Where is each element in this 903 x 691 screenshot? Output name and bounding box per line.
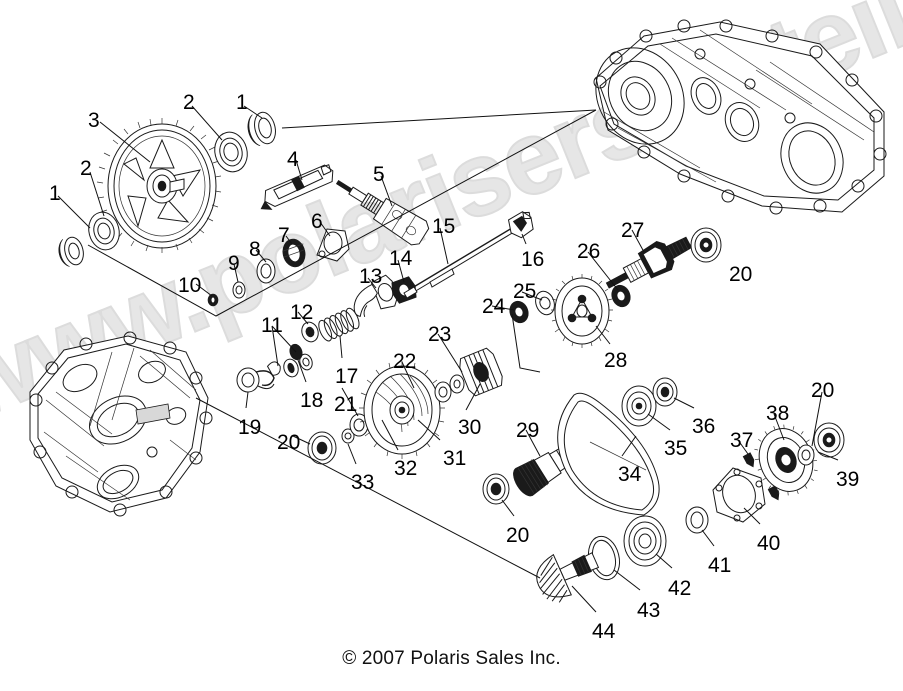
callout-number: 39 bbox=[836, 468, 860, 491]
callout-number: 34 bbox=[618, 463, 642, 486]
callout-number: 20 bbox=[506, 524, 530, 547]
part-35-bearing bbox=[621, 385, 657, 427]
part-31-helical-gear bbox=[359, 361, 445, 459]
callout-number: 6 bbox=[311, 210, 323, 233]
part-28-gear bbox=[551, 274, 613, 348]
callout-number: 42 bbox=[668, 577, 692, 600]
callout-number: 31 bbox=[443, 447, 467, 470]
part-40-flange bbox=[712, 467, 766, 523]
callout-number: 11 bbox=[261, 314, 283, 337]
part-44-pinion bbox=[536, 552, 600, 603]
callout-number: 12 bbox=[290, 301, 314, 324]
callout-number: 8 bbox=[249, 238, 261, 261]
callout-number: 1 bbox=[236, 91, 248, 114]
callout-number: 43 bbox=[637, 599, 661, 622]
callout-number: 26 bbox=[577, 240, 601, 263]
callout-number: 5 bbox=[373, 163, 385, 186]
part-7-seal bbox=[282, 238, 306, 268]
gearcase-housing-lower bbox=[29, 331, 213, 517]
callout-number: 29 bbox=[516, 419, 540, 442]
callout-number: 33 bbox=[351, 471, 375, 494]
part-20-bearing-b bbox=[307, 431, 337, 465]
part-16-knuckle bbox=[507, 211, 534, 239]
gear-part-3 bbox=[96, 118, 222, 253]
part-17-spring bbox=[318, 307, 360, 342]
part-22-washer bbox=[434, 381, 452, 403]
gearcase-housing-upper bbox=[593, 19, 887, 215]
callout-number: 1 bbox=[49, 182, 61, 205]
callout-number: 15 bbox=[432, 215, 456, 238]
part-33-spacer bbox=[341, 428, 355, 444]
part-42-bearing bbox=[623, 515, 667, 567]
callout-number: 44 bbox=[592, 620, 616, 643]
part-15-shift-rod bbox=[403, 227, 515, 299]
callout-number: 30 bbox=[458, 416, 482, 439]
part-41-washer bbox=[685, 506, 709, 534]
part-20-bearing-c bbox=[482, 473, 510, 505]
callout-number: 10 bbox=[178, 274, 202, 297]
callout-number: 9 bbox=[228, 252, 240, 275]
part-9-spacer bbox=[232, 281, 246, 299]
part-6-retainer-plate bbox=[316, 228, 350, 262]
callout-number: 35 bbox=[664, 437, 688, 460]
callout-number: 17 bbox=[335, 365, 359, 388]
part-34-chain bbox=[557, 392, 660, 516]
callout-number: 21 bbox=[334, 393, 358, 416]
callout-number: 25 bbox=[513, 280, 537, 303]
part-11-cluster bbox=[266, 353, 313, 378]
callout-number: 16 bbox=[521, 248, 545, 271]
callout-number: 41 bbox=[708, 554, 732, 577]
part-26-nut bbox=[611, 284, 631, 308]
part-23-spacer bbox=[449, 374, 465, 394]
callout-number: 20 bbox=[729, 263, 753, 286]
callout-number: 36 bbox=[692, 415, 716, 438]
callout-number: 24 bbox=[482, 295, 506, 318]
callout-number: 32 bbox=[394, 457, 418, 480]
callout-number: 19 bbox=[238, 416, 262, 439]
part-19-detent bbox=[236, 367, 275, 393]
part-24-nut bbox=[509, 300, 529, 324]
callout-number: 23 bbox=[428, 323, 452, 346]
part-39-bearing bbox=[813, 422, 845, 458]
callout-number: 28 bbox=[604, 349, 628, 372]
part-36-bearing bbox=[652, 377, 678, 407]
callout-number: 13 bbox=[359, 265, 383, 288]
copyright-notice: © 2007 Polaris Sales Inc. bbox=[342, 648, 561, 669]
callout-number: 38 bbox=[766, 402, 790, 425]
part-4-shift-rail bbox=[260, 164, 334, 210]
callout-number: 4 bbox=[287, 148, 299, 171]
callout-number: 2 bbox=[80, 157, 92, 180]
assembly-reference-lines bbox=[87, 109, 597, 579]
callout-number: 20 bbox=[811, 379, 835, 402]
callout-number: 22 bbox=[393, 350, 417, 373]
callout-number: 20 bbox=[277, 431, 301, 454]
part-10-nut bbox=[207, 293, 219, 307]
bearing-group-upper-right bbox=[214, 111, 276, 173]
part-20-bearing-d bbox=[797, 444, 815, 466]
callout-leader-lines bbox=[57, 105, 839, 613]
part-27-input-shaft bbox=[605, 236, 693, 289]
part-13-shift-fork bbox=[353, 274, 399, 318]
callout-number: 7 bbox=[278, 224, 290, 247]
part-30-synchro bbox=[459, 347, 503, 397]
callout-number: 3 bbox=[88, 109, 100, 132]
callout-number: 14 bbox=[389, 247, 413, 270]
callout-number: 27 bbox=[621, 219, 645, 242]
callout-number: 2 bbox=[183, 91, 195, 114]
part-20-bearing-a bbox=[690, 227, 722, 263]
callout-number: 37 bbox=[730, 429, 754, 452]
callout-number: 40 bbox=[757, 532, 781, 555]
part-5-shift-shaft bbox=[335, 180, 430, 246]
callout-number: 18 bbox=[300, 389, 324, 412]
part-8-washer bbox=[256, 258, 276, 284]
bearing-group-upper-left bbox=[58, 211, 120, 267]
part-25-washer bbox=[535, 290, 555, 316]
